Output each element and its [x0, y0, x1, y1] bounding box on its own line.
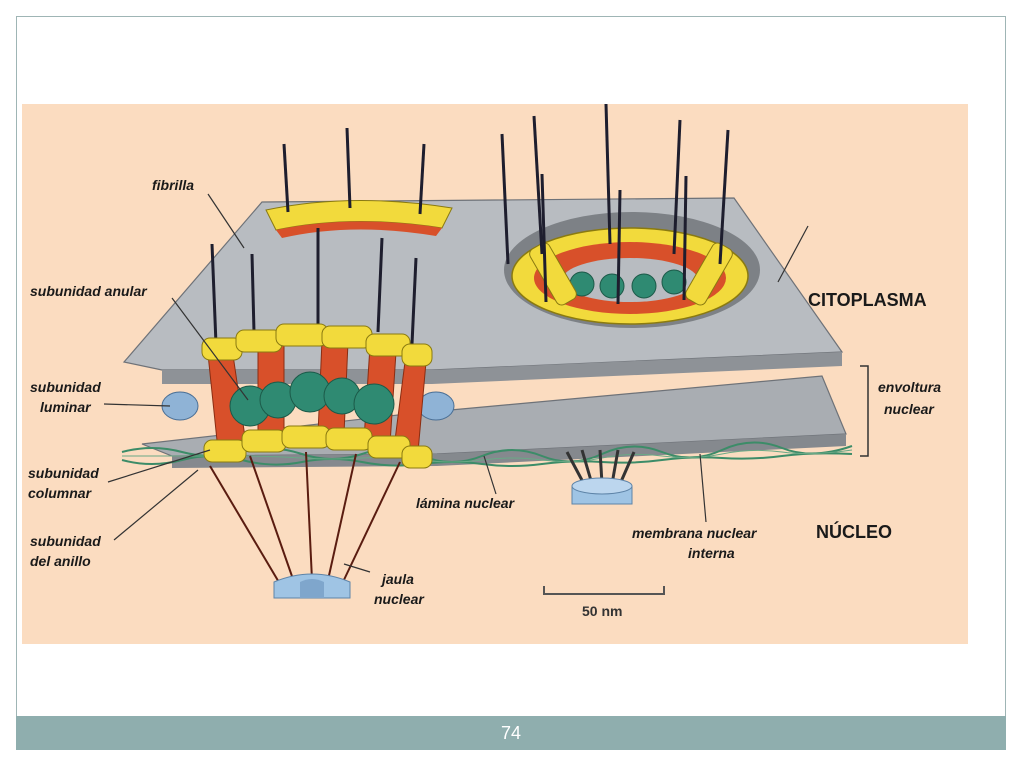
pore-front-cutaway	[161, 228, 455, 599]
scale-bar	[543, 586, 665, 595]
label-fibrilla: fibrilla	[152, 177, 194, 193]
label-jaula-2: nuclear	[374, 591, 425, 607]
label-citoplasma: CITOPLASMA	[808, 290, 927, 310]
label-envoltura-2: nuclear	[884, 401, 935, 417]
pore-right-ring	[500, 104, 749, 325]
label-jaula-1: jaula	[380, 571, 414, 587]
label-subunidad-anular: subunidad anular	[30, 283, 148, 299]
label-subunidad-columnar-1: subunidad	[28, 465, 99, 481]
label-subunidad-luminar-1: subunidad	[30, 379, 101, 395]
footer-bar: 74	[16, 716, 1006, 750]
page-number: 74	[500, 722, 522, 743]
nuclear-pore-diagram: fibrilla subunidad anular subunidad lumi…	[22, 104, 968, 644]
label-subunidad-columnar-2: columnar	[28, 485, 93, 501]
label-lamina-nuclear: lámina nuclear	[416, 495, 516, 511]
envoltura-bracket	[860, 365, 869, 457]
label-envoltura-1: envoltura	[878, 379, 941, 395]
label-membrana-2: interna	[688, 545, 735, 561]
leader-lines	[103, 193, 809, 573]
label-membrana-1: membrana nuclear	[632, 525, 758, 541]
pore-top-partial	[265, 127, 453, 238]
label-subunidad-anillo-2: del anillo	[30, 553, 91, 569]
label-subunidad-anillo-1: subunidad	[30, 533, 101, 549]
basket-small	[565, 449, 636, 505]
label-nucleo: NÚCLEO	[816, 521, 892, 542]
label-subunidad-luminar-2: luminar	[40, 399, 92, 415]
label-scale-bar: 50 nm	[582, 603, 622, 619]
